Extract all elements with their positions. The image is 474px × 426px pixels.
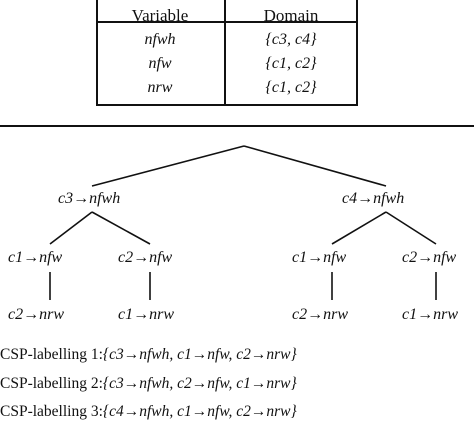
cell-domain: {c1, c2} xyxy=(265,55,317,72)
header-domain: Domain xyxy=(263,6,319,25)
tree-edge xyxy=(385,211,437,245)
tree-edge xyxy=(91,211,151,245)
cell-variable: nfwh xyxy=(144,31,176,48)
tree-node: c2→nfw xyxy=(402,249,457,266)
csp-labelling: CSP-labelling 2:{c3→nfwh, c2→nfw, c1→nrw… xyxy=(0,375,297,393)
tree-edge xyxy=(243,145,387,187)
cell-variable: nfw xyxy=(148,55,172,72)
tree-node: c1→nfw xyxy=(292,249,347,266)
csp-labelling-name: CSP-labelling 1: xyxy=(0,346,103,363)
csp-labelling-body: {c4→nfwh, c1→nfw, c2→nrw} xyxy=(102,403,297,420)
tree-node: c3→nfwh xyxy=(58,190,121,207)
header-divider xyxy=(98,21,356,23)
csp-labelling-name: CSP-labelling 2: xyxy=(0,375,103,392)
csp-labelling-body: {c3→nfwh, c2→nfw, c1→nrw} xyxy=(102,375,297,392)
csp-labelling-name: CSP-labelling 3: xyxy=(0,403,103,420)
tree-node: c2→nfw xyxy=(118,249,173,266)
tree-edge xyxy=(91,145,245,187)
variable-domain-table xyxy=(96,0,358,106)
tree-node: c4→nfwh xyxy=(342,190,405,207)
cell-domain: {c3, c4} xyxy=(265,31,317,48)
section-divider xyxy=(0,125,474,127)
cell-variable: nrw xyxy=(147,79,173,96)
cell-domain: {c1, c2} xyxy=(265,79,317,96)
column-divider xyxy=(224,0,226,104)
tree-node: c1→nfw xyxy=(8,249,63,266)
tree-edge xyxy=(331,211,387,245)
tree-node: c1→nrw xyxy=(402,306,458,323)
tree-node: c1→nrw xyxy=(118,306,174,323)
csp-labelling: CSP-labelling 3:{c4→nfwh, c1→nfw, c2→nrw… xyxy=(0,403,297,421)
tree-node: c2→nrw xyxy=(8,306,64,323)
header-variable: Variable xyxy=(131,6,189,25)
tree-node: c2→nrw xyxy=(292,306,348,323)
tree-edge xyxy=(49,211,93,245)
csp-labelling: CSP-labelling 1:{c3→nfwh, c1→nfw, c2→nrw… xyxy=(0,346,297,364)
csp-labelling-body: {c3→nfwh, c1→nfw, c2→nrw} xyxy=(102,346,297,363)
